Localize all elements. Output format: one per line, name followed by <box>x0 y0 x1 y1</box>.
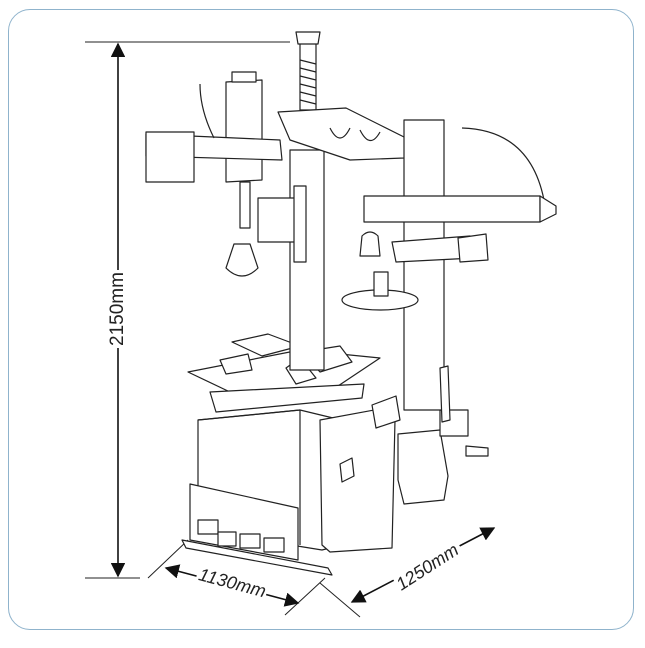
base-rail <box>181 539 333 576</box>
depth-label: 1250mm <box>393 539 463 594</box>
side-door <box>319 395 401 553</box>
left-press-head <box>225 243 259 277</box>
bead-breaker <box>397 409 489 505</box>
width-right-extension-line <box>284 577 326 616</box>
machine <box>145 31 557 576</box>
turntable <box>187 333 381 413</box>
width-left-extension-line <box>147 539 189 579</box>
control-box <box>257 197 297 243</box>
depth-label-mask <box>391 536 467 597</box>
pedal-4 <box>263 537 285 553</box>
pedal-3 <box>239 533 261 549</box>
side-door-panel <box>319 407 396 553</box>
foot-pedals <box>197 519 285 553</box>
pedal-1 <box>197 519 219 535</box>
width-label-mask <box>194 563 270 603</box>
bead-breaker-housing <box>397 429 449 505</box>
depth-left-extension-line <box>319 582 361 618</box>
right-arm-knob-block <box>457 233 489 263</box>
door-top-block <box>371 395 401 429</box>
left-air-hose <box>199 83 215 139</box>
left-cylinder-cap <box>231 71 257 83</box>
height-label: 2150mm <box>107 272 128 346</box>
shaft-cap <box>295 31 321 45</box>
side-lever <box>439 365 451 423</box>
door-handle <box>339 457 355 483</box>
cabinet-top-edge <box>197 409 301 421</box>
vertical-shaft <box>299 39 317 111</box>
left-cylinder <box>225 79 263 183</box>
right-column <box>403 119 445 411</box>
clamp-jaw-4 <box>219 353 253 375</box>
figure-frame <box>8 9 634 630</box>
tower <box>257 31 411 371</box>
height-dimension: 2150mm <box>85 41 290 579</box>
right-press-head <box>359 231 381 257</box>
right-air-hose <box>461 127 545 201</box>
shaft-spring <box>299 59 317 105</box>
right-arm-beam <box>363 195 541 223</box>
tower-head-ribs <box>329 127 381 142</box>
left-arm-bracket <box>145 131 195 183</box>
pedal-2 <box>217 531 237 547</box>
left-arm-post <box>239 181 251 229</box>
bead-breaker-rod <box>465 445 489 457</box>
turntable-rail <box>209 383 365 413</box>
left-assist-arm <box>145 71 283 277</box>
width-label: 1130mm <box>197 564 269 601</box>
height-label-mask <box>104 270 132 348</box>
right-assist-arm <box>341 119 557 411</box>
mount-bar <box>293 185 307 263</box>
roller-post <box>373 271 389 297</box>
right-arm-end-cap <box>539 195 557 223</box>
